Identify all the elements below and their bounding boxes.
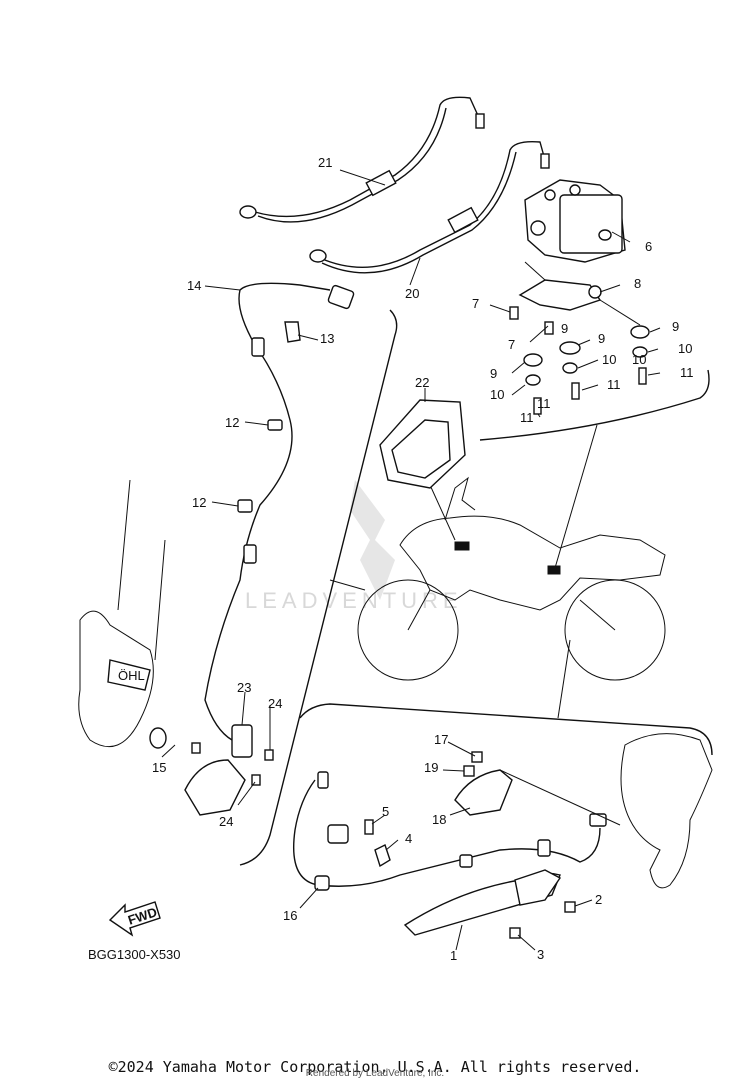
copyright-footer: ©2024 Yamaha Motor Corporation, U.S.A. A…: [108, 1058, 642, 1076]
callout-7a: 7: [472, 296, 479, 311]
callout-9b: 9: [672, 319, 679, 334]
part-22: [379, 399, 466, 489]
callout-24b: 24: [219, 814, 233, 829]
callout-10d: 10: [632, 352, 646, 367]
callout-11a: 11: [607, 377, 621, 392]
callout-11b: 11: [680, 365, 694, 380]
section-borders: [239, 309, 713, 866]
abs-unit: [509, 179, 650, 415]
callout-12b: 12: [192, 495, 206, 510]
front-fork: ÖHL: [78, 479, 274, 816]
callout-3: 3: [537, 947, 544, 962]
callout-6: 6: [645, 239, 652, 254]
callout-18: 18: [432, 812, 446, 827]
callout-1: 1: [450, 948, 457, 963]
watermark-text: LEADVENTURE: [245, 588, 463, 613]
callout-9a: 9: [598, 331, 605, 346]
rendered-by-note: Rendered by LeadVenture, Inc.: [305, 1068, 445, 1079]
motorcycle-silhouette: [357, 476, 666, 681]
callout-23: 23: [237, 680, 251, 695]
callout-20: 20: [405, 286, 419, 301]
callout-14: 14: [187, 278, 201, 293]
fwd-arrow-icon: FWD: [108, 901, 161, 937]
front-wheel-sensor-harness: [204, 282, 355, 741]
callout-16: 16: [283, 908, 297, 923]
callout-7b: 7: [508, 337, 515, 352]
callout-21: 21: [318, 155, 332, 170]
rear-wheel-sensor-harness: [293, 733, 713, 939]
callout-10b: 10: [678, 341, 692, 356]
callout-5: 5: [382, 804, 389, 819]
callout-17: 17: [434, 732, 448, 747]
brake-hoses: [239, 96, 550, 274]
callout-11c: 11: [520, 410, 534, 425]
parts-diagram: LEADVENTURE: [78, 96, 713, 963]
callout-9d: 9: [561, 321, 568, 336]
callout-12a: 12: [225, 415, 239, 430]
callout-24a: 24: [268, 696, 282, 711]
callout-numbers: 1 2 3 4 5 6 7 7 8 9 9 9 9 10 10 10 10 11…: [152, 155, 694, 963]
watermark: LEADVENTURE: [245, 480, 463, 613]
callout-2: 2: [595, 892, 602, 907]
callout-10c: 10: [490, 387, 504, 402]
callout-4: 4: [405, 831, 412, 846]
callout-15: 15: [152, 760, 166, 775]
callout-19: 19: [424, 760, 438, 775]
callout-10a: 10: [602, 352, 616, 367]
callout-13: 13: [320, 331, 334, 346]
svg-text:ÖHL: ÖHL: [118, 668, 145, 683]
callout-8: 8: [634, 276, 641, 291]
callout-22: 22: [415, 375, 429, 390]
callout-9c: 9: [490, 366, 497, 381]
diagram-code: BGG1300-X530: [88, 947, 181, 962]
callout-leaders: [161, 169, 661, 951]
callout-11d: 11: [537, 396, 551, 411]
